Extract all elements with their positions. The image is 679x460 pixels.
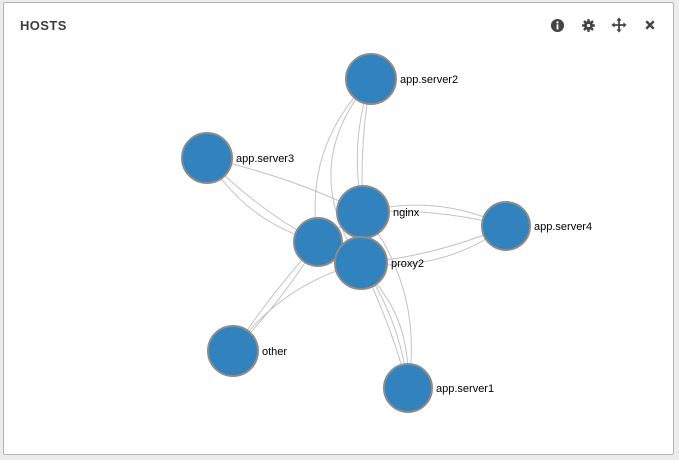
panel-toolbar xyxy=(549,17,658,33)
host-network-graph: app.server2 app.server3 nginx proxy2 app.ser… xyxy=(181,53,592,413)
graph-node-label-app.server2: app.server2 xyxy=(400,74,458,86)
graph-edge xyxy=(330,78,372,264)
graph-node-nginx[interactable] xyxy=(336,185,390,239)
info-button[interactable] xyxy=(549,17,565,33)
graph-node-proxy2[interactable] xyxy=(334,236,388,290)
graph-node-unlabeled[interactable] xyxy=(293,217,343,267)
graph-node-label-app.server1: app.server1 xyxy=(436,383,494,395)
close-icon xyxy=(644,19,656,31)
graph-node-other[interactable] xyxy=(207,325,259,377)
graph-node-label-app.server4: app.server4 xyxy=(534,221,592,233)
graph-node-label-proxy2: proxy2 xyxy=(391,258,424,270)
move-icon xyxy=(611,17,627,33)
graph-node-label-app.server3: app.server3 xyxy=(236,153,294,165)
info-circle-icon xyxy=(550,18,565,33)
graph-node-app.server4[interactable] xyxy=(481,201,531,251)
graph-node-app.server3[interactable] xyxy=(181,132,233,184)
close-button[interactable] xyxy=(642,17,658,33)
graph-node-app.server1[interactable] xyxy=(383,363,433,413)
panel-header: HOSTS xyxy=(4,3,673,47)
graph-node-label-other: other xyxy=(262,346,287,358)
settings-button[interactable] xyxy=(580,17,596,33)
graph-node-label-nginx: nginx xyxy=(393,207,420,219)
move-button[interactable] xyxy=(611,17,627,33)
panel-title: HOSTS xyxy=(20,17,67,33)
gear-icon xyxy=(581,18,596,33)
hosts-widget-panel: app.server2 app.server3 nginx proxy2 app.ser… xyxy=(3,2,674,455)
graph-node-app.server2[interactable] xyxy=(345,53,397,105)
